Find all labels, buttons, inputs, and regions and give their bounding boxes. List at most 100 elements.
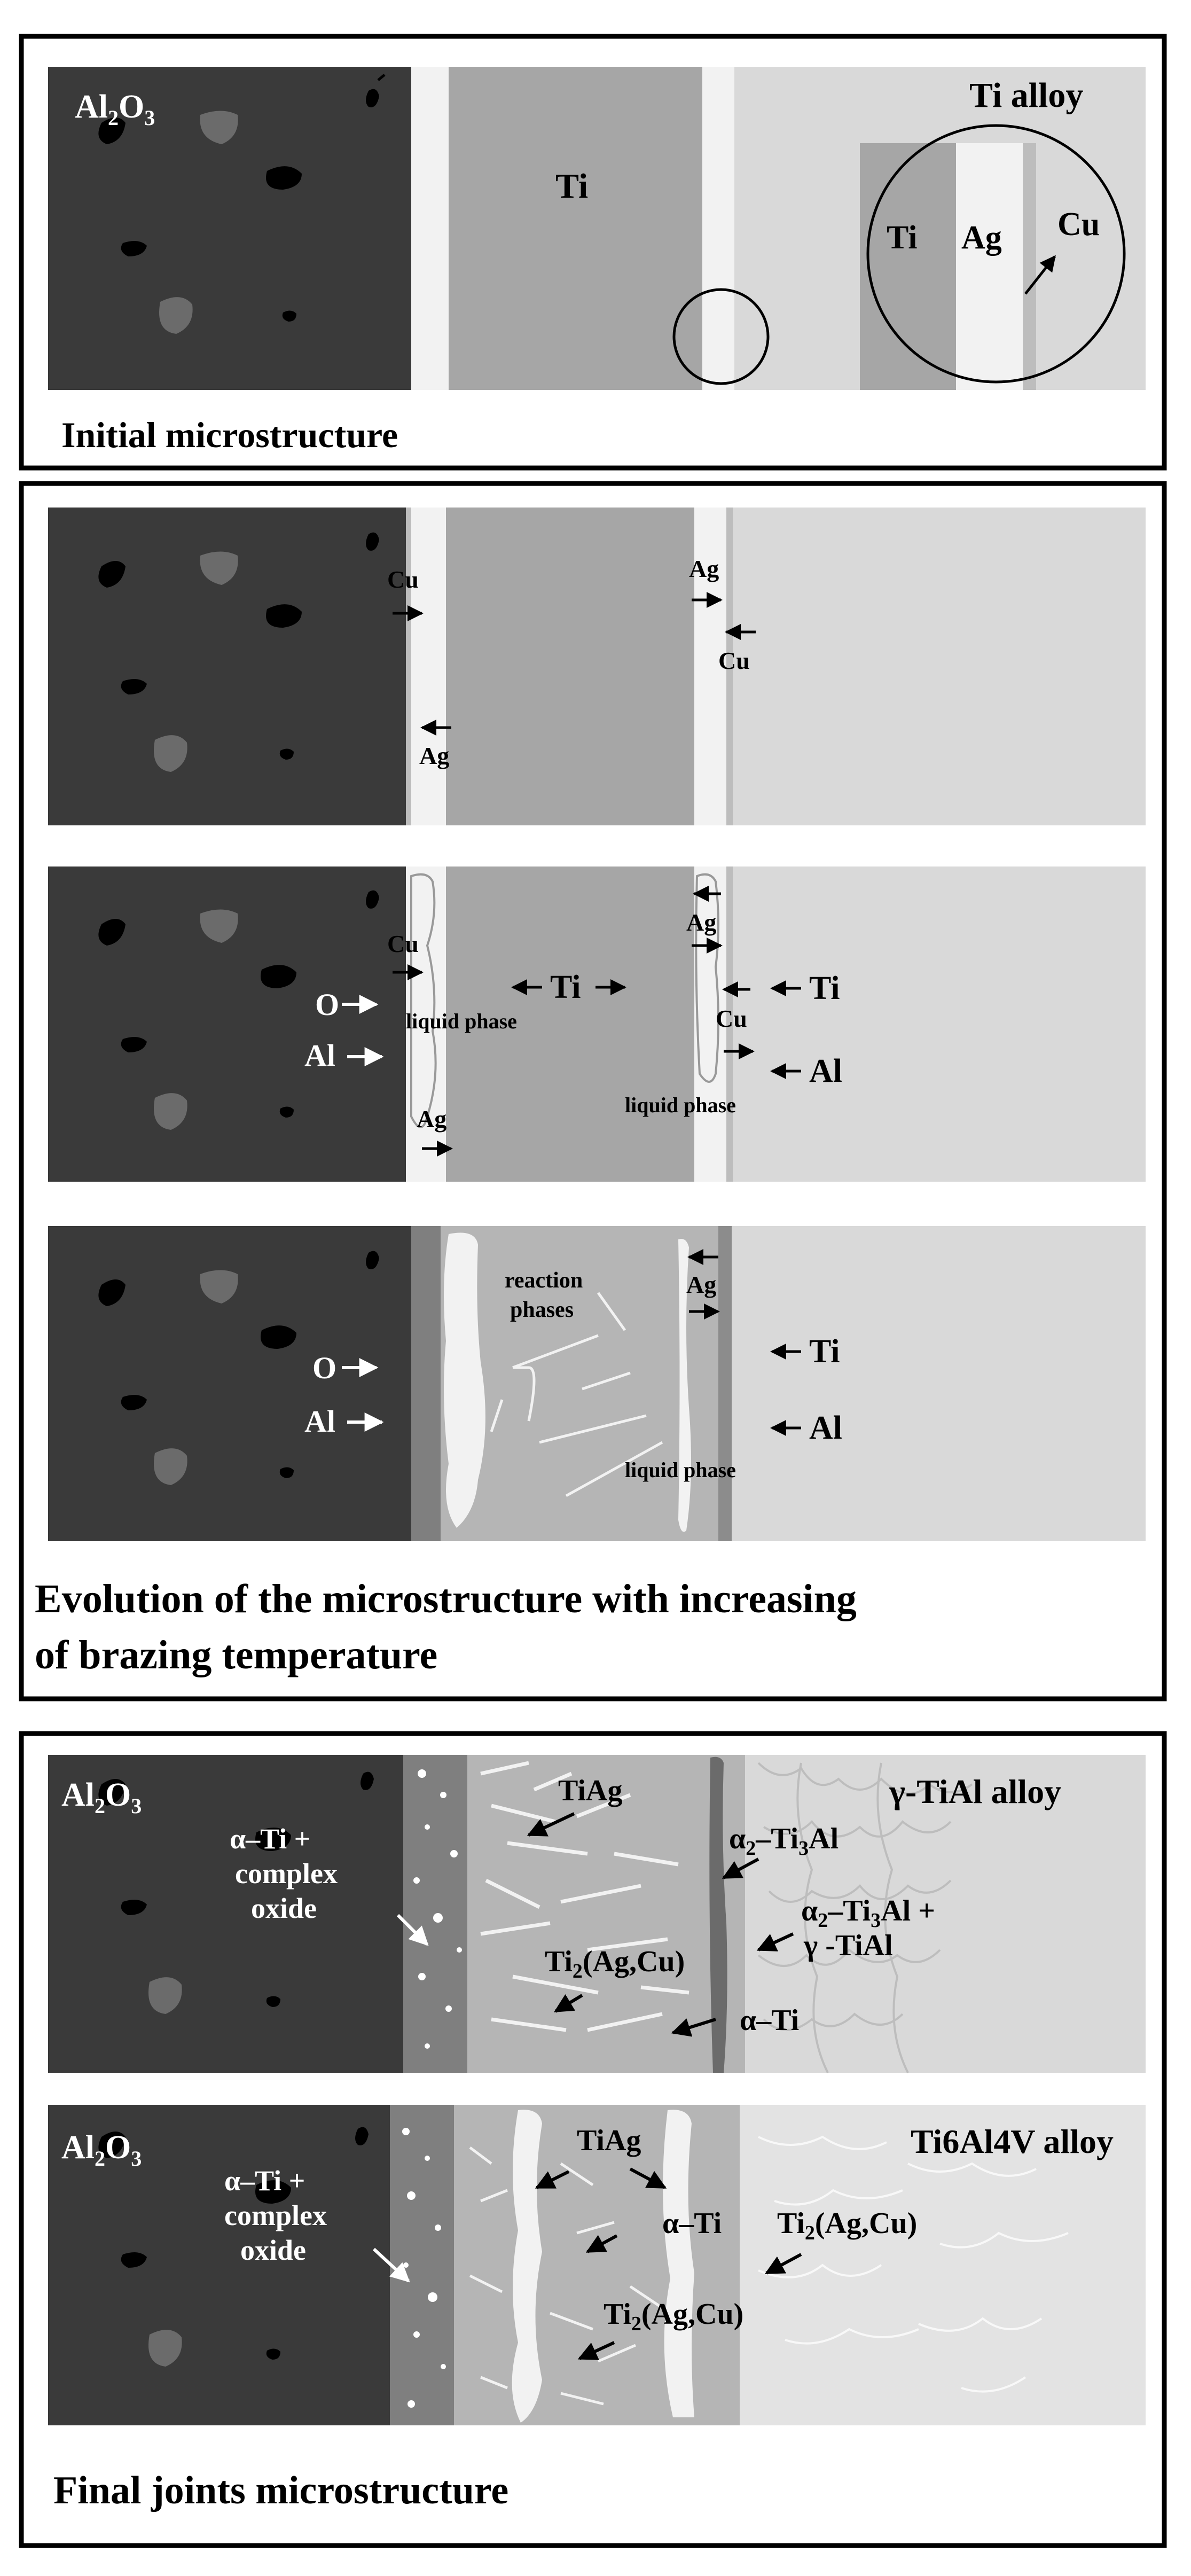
ti-alloy-label: Ti alloy	[969, 76, 1083, 115]
alloy-label: Ti6Al4V alloy	[911, 2122, 1114, 2160]
o-label: O	[315, 987, 339, 1022]
cu-line-right	[726, 508, 733, 825]
ceramic-pores	[98, 532, 379, 772]
silver-layer-right	[694, 508, 726, 825]
tiag-label: TiAg	[558, 1774, 622, 1807]
tiag-arrow	[527, 1812, 575, 1837]
alloy-label: γ-TiAl alloy	[889, 1773, 1061, 1810]
reaction-layer-right	[718, 1226, 732, 1541]
zoom-source-circle	[672, 288, 770, 385]
oxide-particles	[402, 2128, 446, 2408]
alpha-ti-oxide-layer	[403, 1755, 467, 2073]
oxide-arrow	[396, 1914, 429, 1946]
alpha-ti-plus-label: α–Ti +	[224, 2165, 305, 2197]
final-ti64-joint: Al2O3 α–Ti + complex oxide TiAg Ti6Al4V …	[48, 2105, 1146, 2425]
frame-final	[19, 1731, 1167, 2548]
zoom-circle	[866, 124, 1126, 384]
complex-label: complex	[235, 1857, 338, 1890]
ag-label-right: Ag	[689, 555, 719, 582]
braze-zone	[467, 1755, 745, 2073]
al-label-right: Al	[809, 1053, 842, 1089]
zoom-ti-label: Ti	[887, 220, 917, 256]
caption-evolution-line1: Evolution of the microstructure with inc…	[35, 1576, 857, 1621]
liquid-layer-right	[694, 867, 726, 1182]
alpha2-ti3al-label: α2–Ti3Al	[729, 1822, 839, 1860]
alpha-ti-label: α–Ti	[662, 2207, 722, 2240]
ceramic-pores	[98, 890, 379, 1130]
tiag-band-left	[512, 2110, 542, 2423]
oxide-label: oxide	[251, 1892, 317, 1924]
tiag-arrow-left	[535, 2170, 570, 2189]
phases-label: phases	[510, 1298, 574, 1322]
ti-label-right: Ti	[809, 970, 840, 1006]
cu-diffusion-arrow	[1024, 255, 1056, 295]
cu-label-left: Cu	[387, 566, 419, 593]
stage-3: O Al reaction phases Ag Ti Al liquid pha…	[48, 1226, 1146, 1541]
ti-label-center: Ti	[550, 969, 581, 1005]
ceramic-region	[48, 1755, 403, 2073]
silver-layer-left	[406, 508, 446, 825]
o-label: O	[312, 1351, 336, 1385]
liquid-label-left: liquid phase	[406, 1009, 517, 1033]
alloy-substrate	[740, 2105, 1146, 2425]
ag-label-left: Ag	[419, 742, 449, 769]
ti2agcu-label-right: Ti2(Ag,Cu)	[777, 2207, 917, 2244]
titanium-interlayer	[449, 67, 702, 390]
alloy-substrate	[733, 867, 1146, 1182]
zoom-ag-band	[956, 143, 1023, 390]
silver-band-left	[444, 1232, 485, 1528]
alpha-ti-arrow	[671, 2018, 716, 2037]
complex-label: complex	[224, 2199, 327, 2231]
alpha2-arrow	[722, 1857, 759, 1879]
reaction-label: reaction	[505, 1268, 583, 1293]
oxide-arrow	[372, 2247, 410, 2283]
ceramic-pores	[98, 1251, 379, 1485]
ti2agcu-label: Ti2(Ag,Cu)	[545, 1945, 685, 1982]
tiag-band-right	[663, 2110, 694, 2417]
cu-label-right: Cu	[718, 647, 750, 674]
ceramic-pores	[98, 74, 386, 334]
mix-label-1: α2–Ti3Al +	[801, 1894, 935, 1932]
ti-label-right: Ti	[809, 1333, 840, 1370]
ti2agcu-label-low: Ti2(Ag,Cu)	[604, 2298, 743, 2335]
titanium-interlayer	[446, 508, 694, 825]
caption-initial: Initial microstructure	[61, 415, 398, 455]
alpha2-ti3al-band	[709, 1757, 727, 2073]
cu-line-left	[406, 508, 411, 825]
alpha-ti-plus-label: α–Ti +	[230, 1823, 310, 1855]
al-label-left: Al	[304, 1404, 335, 1439]
zoom-ti-band	[860, 143, 956, 390]
tiag-needles	[480, 1761, 689, 2032]
oxide-particles	[413, 1769, 462, 2049]
reaction-phase-needles	[490, 1292, 663, 1497]
cu-label-left: Cu	[387, 930, 419, 957]
alpha-ti-oxide-layer	[390, 2105, 454, 2425]
panel-initial: Al2O3 Ti Ti alloy Ti Ag Cu	[48, 67, 1146, 390]
reaction-layer-left	[411, 1226, 441, 1541]
ag-label-right: Ag	[686, 909, 716, 936]
oxide-label: oxide	[240, 2234, 306, 2266]
ti2agcu-arrow	[553, 1994, 583, 2013]
alloy-substrate	[733, 508, 1146, 825]
frame-initial	[19, 34, 1167, 471]
ag-label-left: Ag	[417, 1105, 446, 1133]
al-label-left: Al	[304, 1038, 335, 1073]
alloy-substrate	[732, 1226, 1146, 1541]
mix-arrow	[756, 1932, 794, 1951]
ti2agcu-arrow-low	[577, 2341, 615, 2360]
tiag-label: TiAg	[577, 2124, 641, 2157]
ceramic-pores	[98, 2127, 369, 2367]
cu-line-right	[726, 867, 733, 1182]
stage-1: Cu Ag Ag Cu	[48, 508, 1146, 825]
ceramic-region	[48, 2105, 390, 2425]
ag-label: Ag	[686, 1271, 716, 1298]
al-label-right: Al	[809, 1410, 842, 1446]
ceramic-label: Al2O3	[61, 1777, 142, 1818]
liquid-label: liquid phase	[625, 1458, 736, 1482]
caption-evolution-line2: of brazing temperature	[35, 1633, 438, 1677]
stage-2: O Al Cu liquid phase Ag Ti Ag Cu liquid …	[48, 867, 1146, 1182]
liquid-label-right: liquid phase	[625, 1093, 736, 1117]
liquid-outline-right	[695, 873, 719, 1083]
